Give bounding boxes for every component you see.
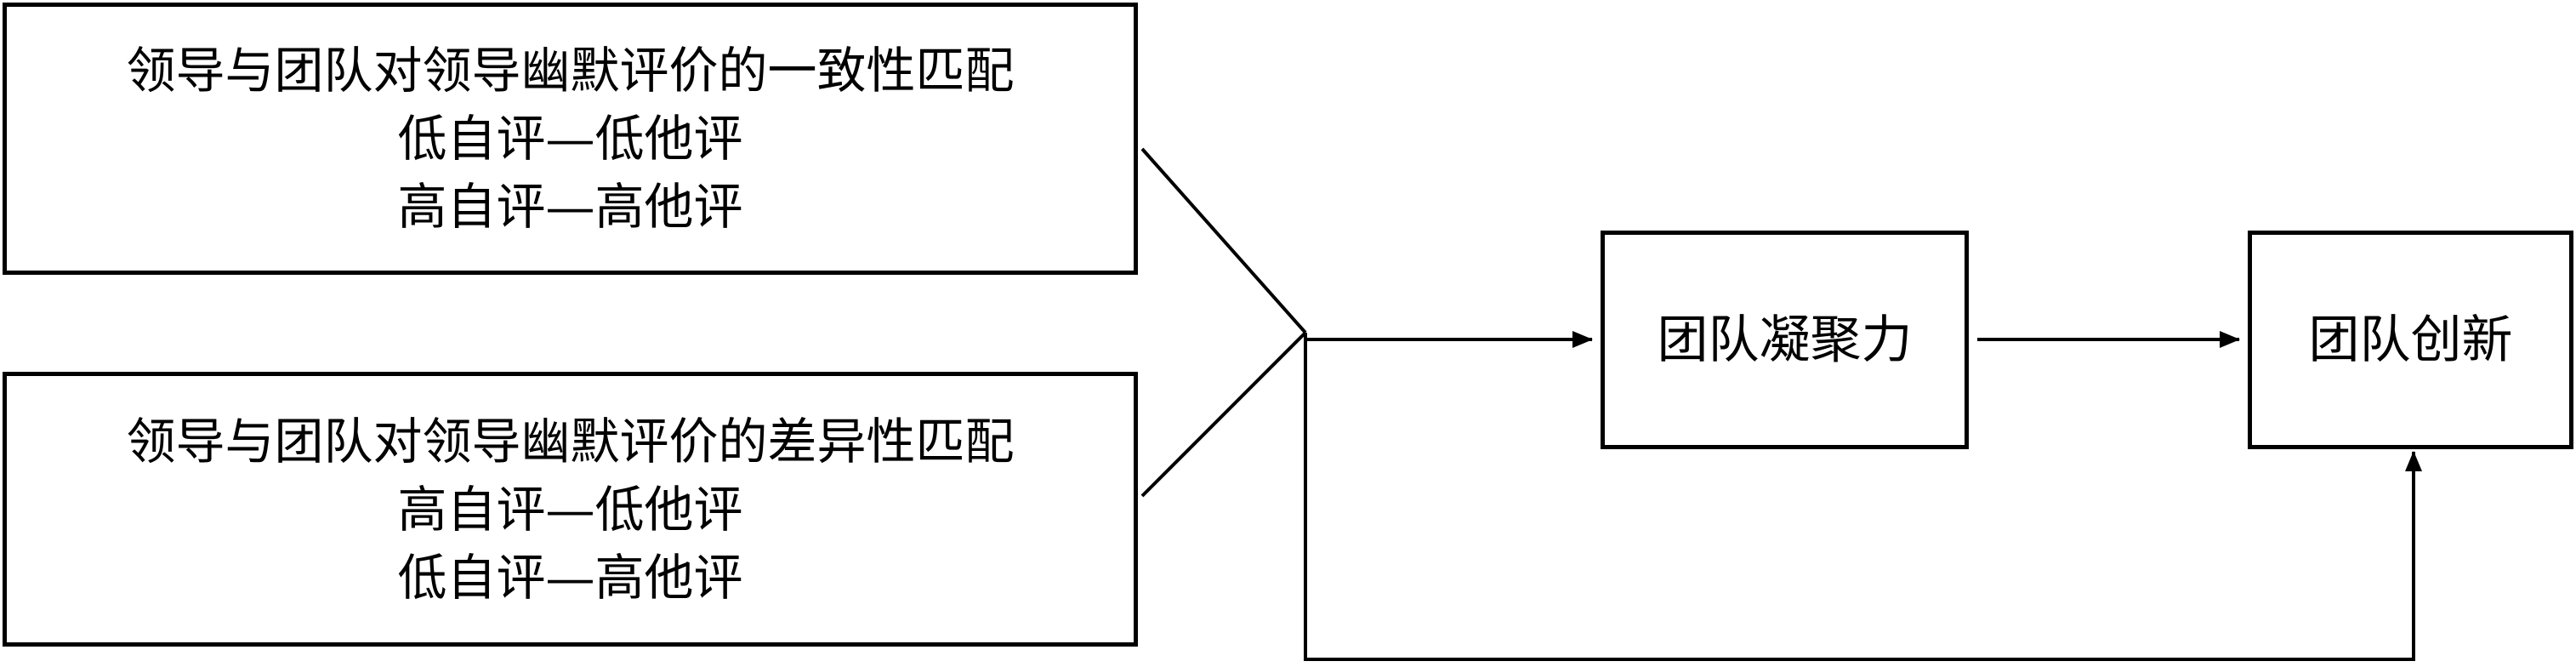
team-innovation-label: 团队创新 xyxy=(2308,310,2513,370)
difference-match-low-high: 低自评—高他评 xyxy=(397,548,743,607)
difference-match-box: 领导与团队对领导幽默评价的差异性匹配 高自评—低他评 低自评—高他评 xyxy=(3,372,1138,647)
difference-match-title: 领导与团队对领导幽默评价的差异性匹配 xyxy=(126,412,1015,470)
connector-consistency-to-junction xyxy=(1140,147,1307,334)
consistency-match-title: 领导与团队对领导幽默评价的一致性匹配 xyxy=(126,42,1015,100)
consistency-match-low-low: 低自评—低他评 xyxy=(397,110,743,168)
connector-difference-to-junction xyxy=(1140,331,1307,498)
team-innovation-box: 团队创新 xyxy=(2248,231,2573,449)
direct-path-junction-to-innovation xyxy=(1304,333,2414,661)
team-cohesion-label: 团队凝聚力 xyxy=(1657,310,1913,370)
difference-match-high-low: 高自评—低他评 xyxy=(397,480,743,539)
consistency-match-high-high: 高自评—高他评 xyxy=(397,178,743,236)
consistency-match-box: 领导与团队对领导幽默评价的一致性匹配 低自评—低他评 高自评—高他评 xyxy=(3,3,1138,275)
team-cohesion-box: 团队凝聚力 xyxy=(1601,231,1969,449)
